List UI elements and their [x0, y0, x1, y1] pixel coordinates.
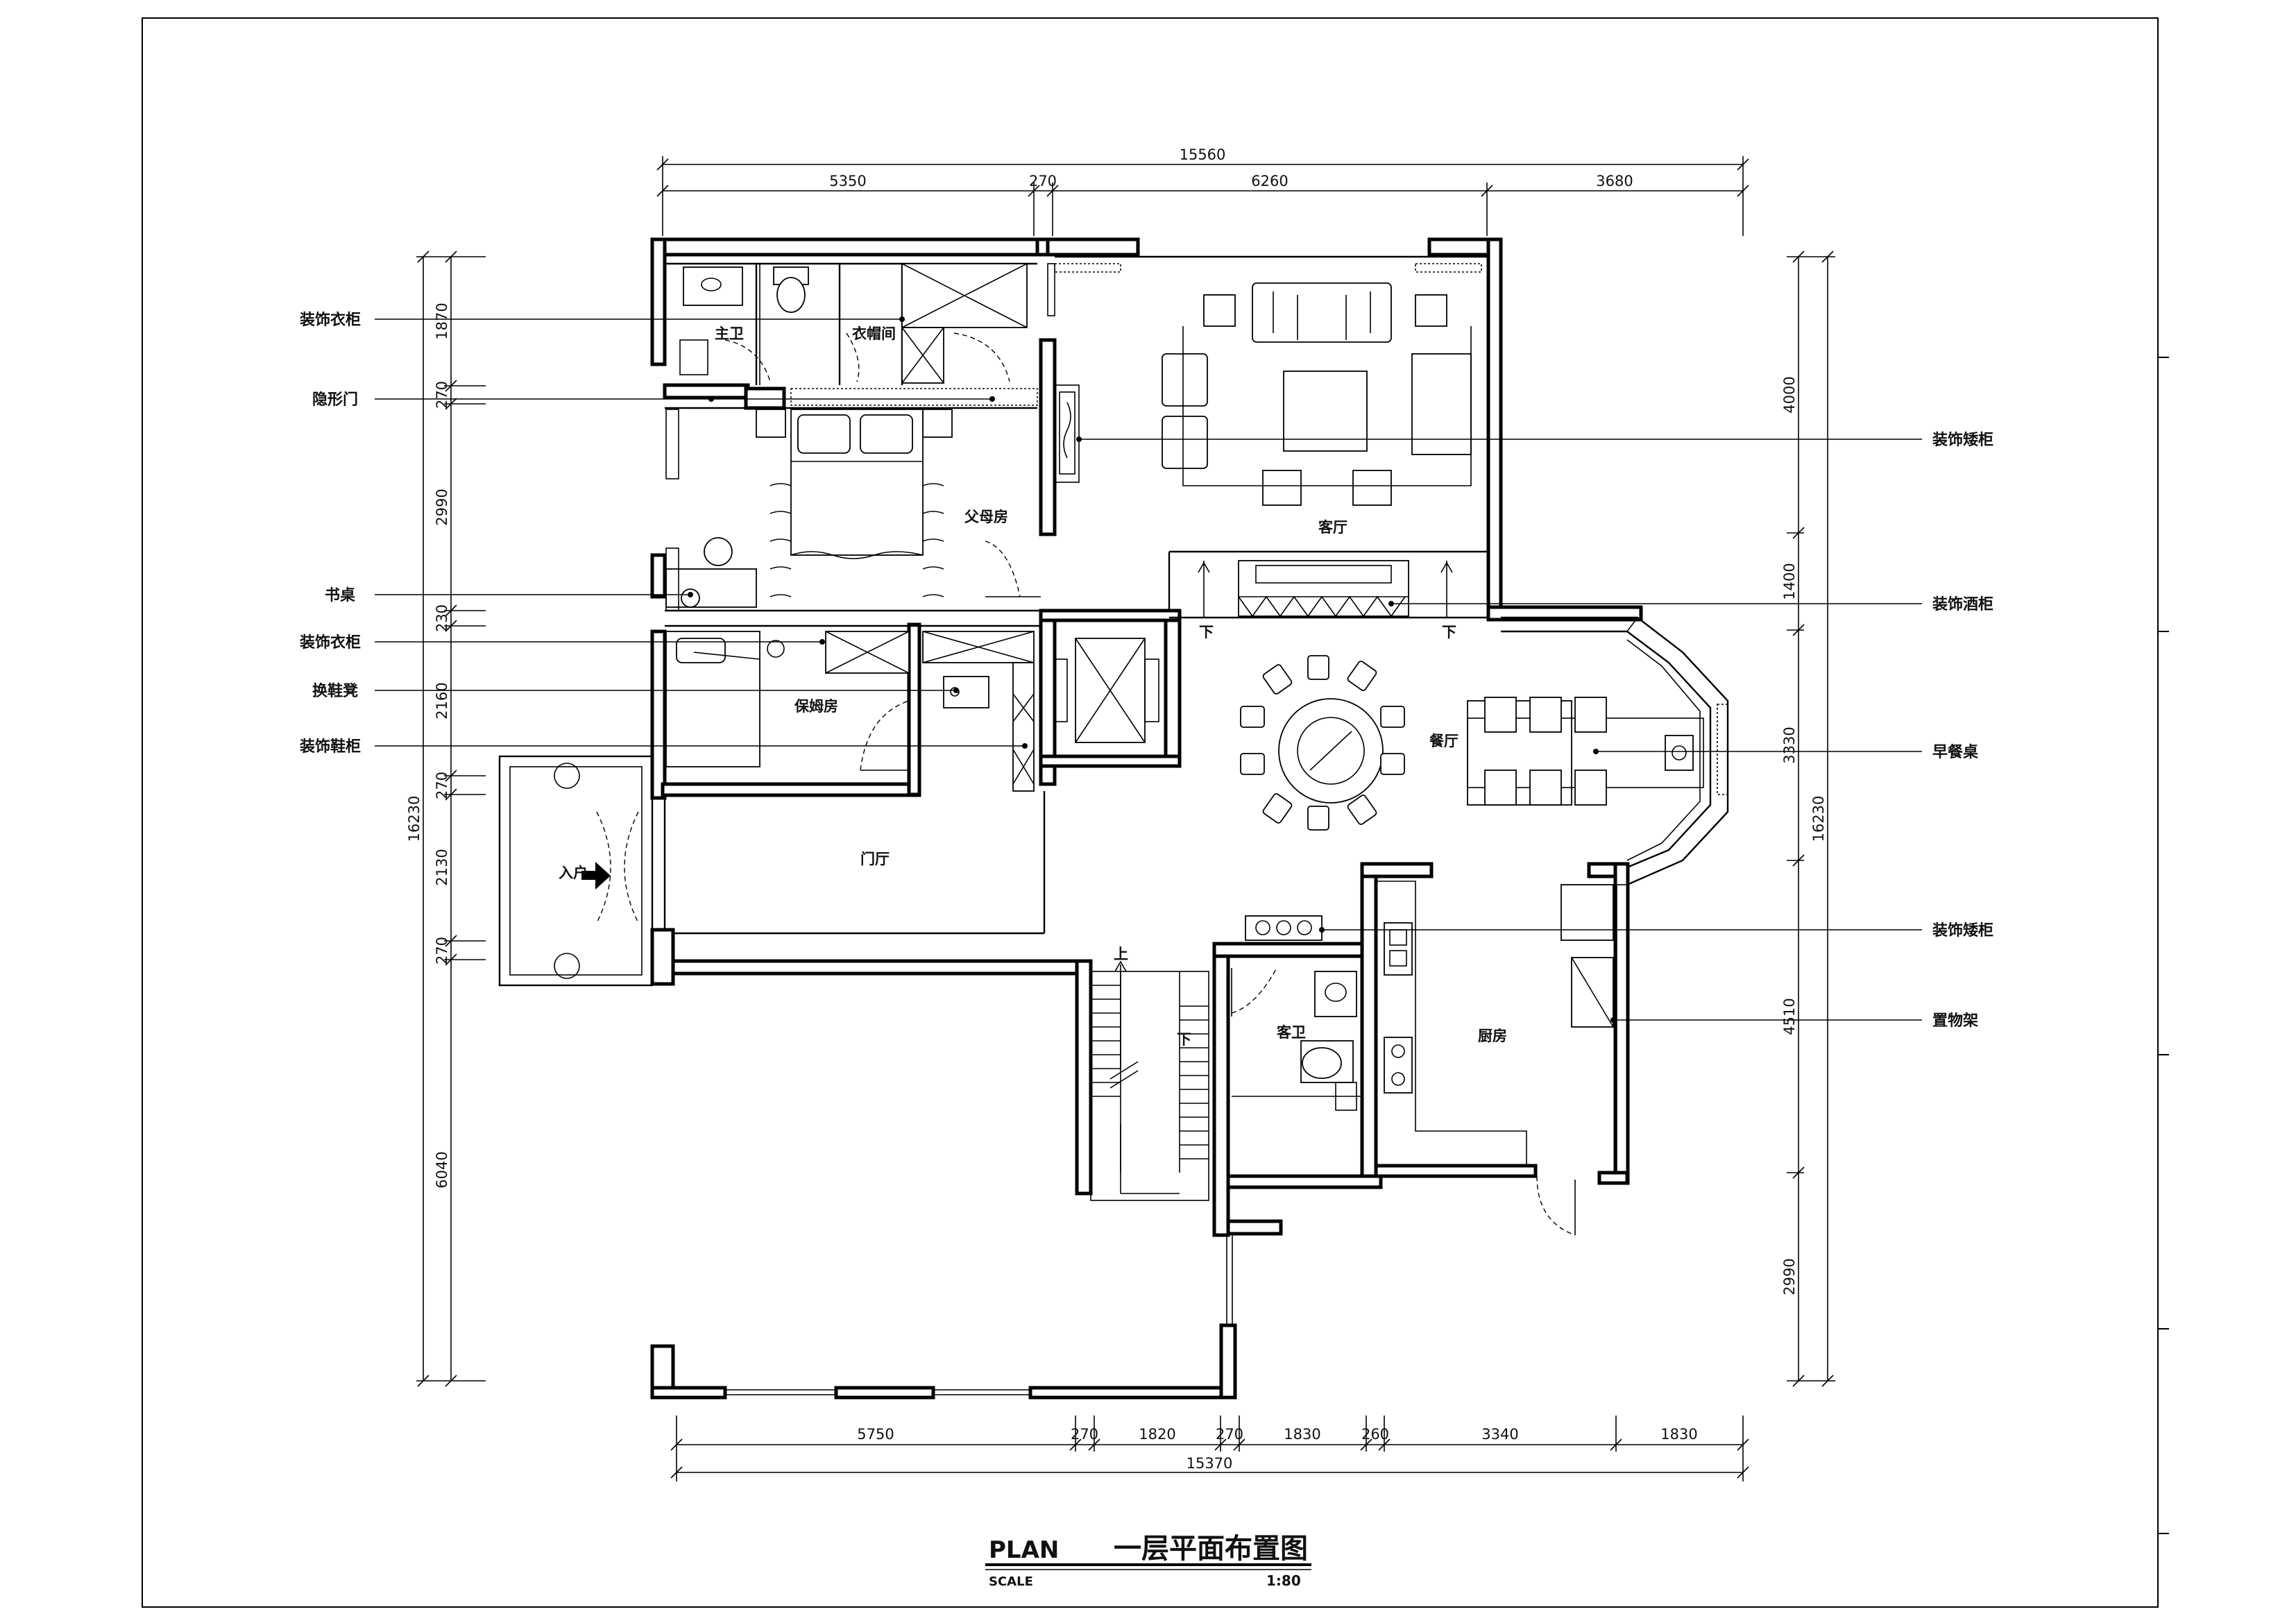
living-room-furniture — [1047, 263, 1482, 506]
dim-right-seg-5: 2990 — [1781, 1258, 1798, 1295]
dim-left-seg-3: 2990 — [434, 488, 450, 525]
dim-left-seg-9: 6040 — [434, 1151, 450, 1188]
title-block: PLAN 一层平面布置图 SCALE 1:80 — [985, 1533, 1311, 1589]
sheet-border — [142, 17, 2159, 1608]
room-label-foyer: 门厅 — [860, 851, 890, 867]
dimension-left: 1870 270 2990 230 2160 270 2130 270 6040… — [406, 250, 486, 1387]
bottom-windows — [725, 1234, 1233, 1395]
room-labels: 主卫 衣帽间 父母房 客厅 保姆房 餐厅 门厅 客卫 厨房 — [715, 325, 1507, 1044]
dining-table — [1240, 655, 1405, 831]
callout-left-5: 换鞋凳 — [312, 682, 358, 700]
title-plan-label: PLAN — [989, 1536, 1059, 1564]
dimension-top: 15560 5350 270 6260 3680 — [656, 146, 1749, 236]
dim-right-seg-1: 4000 — [1781, 376, 1798, 413]
room-label-kitchen: 厨房 — [1478, 1028, 1507, 1044]
breakfast-table — [1467, 697, 1728, 806]
callout-right-4: 装饰矮柜 — [1932, 921, 1993, 940]
dim-bottom-total: 15370 — [1187, 1455, 1233, 1472]
dim-left-seg-4: 230 — [434, 604, 450, 632]
dim-left-seg-1: 1870 — [434, 303, 450, 339]
callout-left-2: 隐形门 — [312, 391, 358, 409]
dim-left-seg-2: 270 — [434, 381, 450, 409]
callout-right-2: 装饰酒柜 — [1932, 595, 1993, 613]
room-label-guest-bath: 客卫 — [1277, 1024, 1306, 1041]
dim-top-seg-1: 5350 — [829, 173, 866, 189]
interior-lines — [663, 255, 1488, 935]
bay-window — [1501, 616, 1729, 886]
dim-bottom-seg-6: 260 — [1361, 1426, 1389, 1443]
dim-left-total: 16230 — [406, 796, 423, 842]
dim-top-seg-2: 270 — [1029, 173, 1057, 189]
hidden-door-strip — [790, 388, 1038, 406]
dim-left-seg-6: 270 — [434, 772, 450, 799]
master-bath-fixtures — [679, 264, 809, 385]
callout-right-1: 装饰矮柜 — [1932, 431, 1993, 449]
foyer-cabinets — [922, 631, 1035, 792]
dim-bottom-seg-5: 1830 — [1284, 1426, 1320, 1443]
dim-right-seg-2: 1400 — [1781, 563, 1798, 600]
sheet-edge-ticks — [2158, 357, 2169, 1534]
parents-room-furniture — [665, 409, 1041, 611]
room-label-master-bath: 主卫 — [715, 325, 744, 342]
room-label-nanny-room: 保姆房 — [794, 698, 838, 715]
dim-bottom-seg-7: 3340 — [1481, 1426, 1518, 1443]
title-text: 一层平面布置图 — [1114, 1533, 1308, 1565]
room-label-parents-room: 父母房 — [964, 509, 1008, 525]
callout-left-1: 装饰衣柜 — [300, 311, 361, 329]
dimension-bottom: 5750 270 1820 270 1830 260 3340 1830 153… — [670, 1416, 1749, 1481]
dim-left-seg-5: 2160 — [434, 682, 450, 719]
dim-bottom-seg-1: 5750 — [857, 1426, 894, 1443]
callout-left-6: 装饰鞋柜 — [300, 738, 361, 756]
cloakroom-fixtures — [846, 263, 1028, 384]
callouts-right: 装饰矮柜 装饰酒柜 早餐桌 装饰矮柜 置物架 — [1076, 431, 1993, 1030]
dim-bottom-seg-3: 1820 — [1139, 1426, 1175, 1443]
walls — [650, 237, 1643, 1400]
staircase — [1090, 960, 1209, 1201]
dim-top-seg-4: 3680 — [1596, 173, 1633, 189]
dim-right-seg-3: 3330 — [1781, 726, 1798, 763]
dim-bottom-seg-8: 1830 — [1660, 1426, 1697, 1443]
callout-left-3: 书桌 — [325, 587, 356, 604]
title-scale-value: 1:80 — [1266, 1572, 1301, 1589]
stair-up-label: 上 — [1114, 946, 1128, 962]
dimension-right: 4000 1400 3330 4510 2990 16230 — [1781, 250, 1835, 1387]
dim-bottom-seg-4: 270 — [1216, 1426, 1243, 1443]
entry-porch: 入户 — [498, 755, 654, 987]
callout-left-4: 装饰衣柜 — [300, 634, 361, 652]
dim-right-total: 16230 — [1810, 796, 1827, 842]
wine-stair-down-2: 下 — [1442, 624, 1456, 640]
dim-left-seg-7: 2130 — [434, 849, 450, 885]
dim-top-total: 15560 — [1180, 146, 1226, 163]
wine-cabinet — [1198, 560, 1453, 618]
wine-stair-down-1: 下 — [1199, 624, 1214, 640]
kitchen-fixtures — [1245, 881, 1628, 1236]
guest-bath-fixtures — [1231, 967, 1362, 1111]
room-label-entry: 入户 — [559, 865, 588, 881]
stair-down-label: 下 — [1177, 1031, 1191, 1048]
room-label-dining-room: 餐厅 — [1429, 733, 1459, 749]
dim-right-seg-4: 4510 — [1781, 998, 1798, 1035]
room-label-living-room: 客厅 — [1318, 519, 1347, 536]
callout-right-5: 置物架 — [1932, 1012, 1978, 1030]
dim-left-seg-8: 270 — [434, 937, 450, 965]
callouts-left: 装饰衣柜 隐形门 书桌 装饰衣柜 换鞋凳 装饰鞋柜 — [300, 311, 1028, 756]
room-label-cloakroom: 衣帽间 — [852, 325, 896, 342]
dim-bottom-seg-2: 270 — [1071, 1426, 1098, 1443]
nanny-room-furniture — [665, 631, 910, 771]
dim-top-seg-3: 6260 — [1251, 173, 1288, 189]
callout-right-3: 早餐桌 — [1932, 744, 1979, 761]
title-scale-label: SCALE — [989, 1574, 1033, 1589]
elevator-shaft — [1054, 638, 1159, 743]
